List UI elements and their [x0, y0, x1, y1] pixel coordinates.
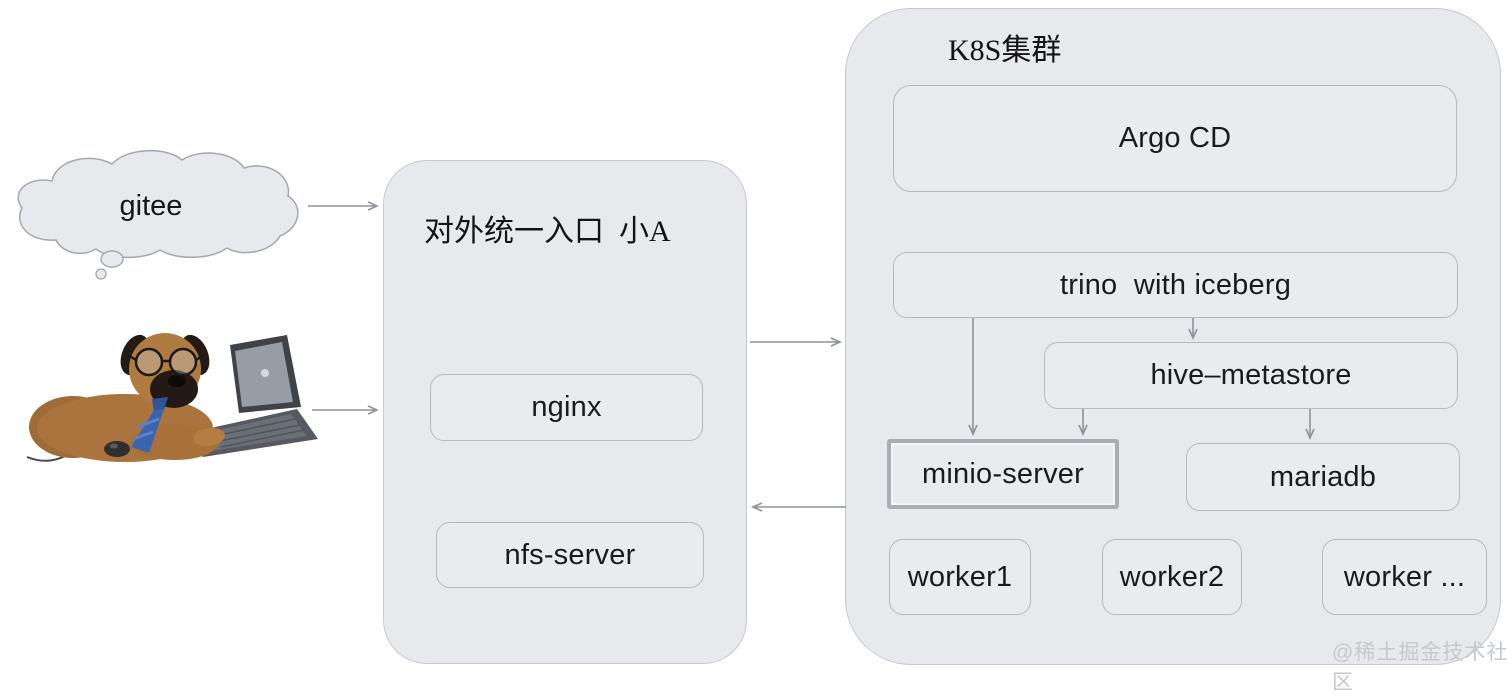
argo-cd-label: Argo CD: [1118, 122, 1232, 154]
k8s-cluster-container: K8S集群 Argo CD trino with iceberg hive–me…: [845, 8, 1501, 665]
trino-node: trino with iceberg: [893, 252, 1458, 318]
nginx-node: nginx: [430, 374, 703, 441]
trino-label: trino with iceberg: [1059, 268, 1292, 301]
nfs-server-label: nfs-server: [504, 538, 636, 571]
worker1-node: worker1: [889, 539, 1031, 615]
hive-metastore-node: hive–metastore: [1044, 342, 1458, 409]
nfs-server-node: nfs-server: [436, 522, 704, 588]
worker1-label: worker1: [907, 560, 1013, 593]
minio-server-node: minio-server: [887, 439, 1119, 509]
hive-metastore-label: hive–metastore: [1150, 359, 1352, 391]
watermark: @稀土掘金技术社区: [1332, 641, 1509, 694]
gateway-title: 对外统一入口 小A: [424, 215, 671, 248]
gitee-cloud-label: gitee: [119, 190, 183, 222]
dog-with-laptop-image: [26, 333, 318, 462]
argo-cd-node: Argo CD: [893, 85, 1457, 192]
minio-server-label: minio-server: [922, 457, 1084, 490]
gitee-cloud-shape: [17, 150, 299, 280]
worker-etc-node: worker ...: [1322, 539, 1487, 615]
worker2-node: worker2: [1102, 539, 1242, 615]
worker-etc-label: worker ...: [1343, 560, 1466, 593]
worker2-label: worker2: [1119, 560, 1225, 593]
k8s-cluster-title: K8S集群: [948, 34, 1062, 67]
nginx-label: nginx: [531, 391, 602, 423]
mariadb-node: mariadb: [1186, 443, 1460, 511]
mariadb-label: mariadb: [1269, 460, 1377, 493]
gateway-container: 对外统一入口 小A nginx nfs-server: [383, 160, 747, 664]
